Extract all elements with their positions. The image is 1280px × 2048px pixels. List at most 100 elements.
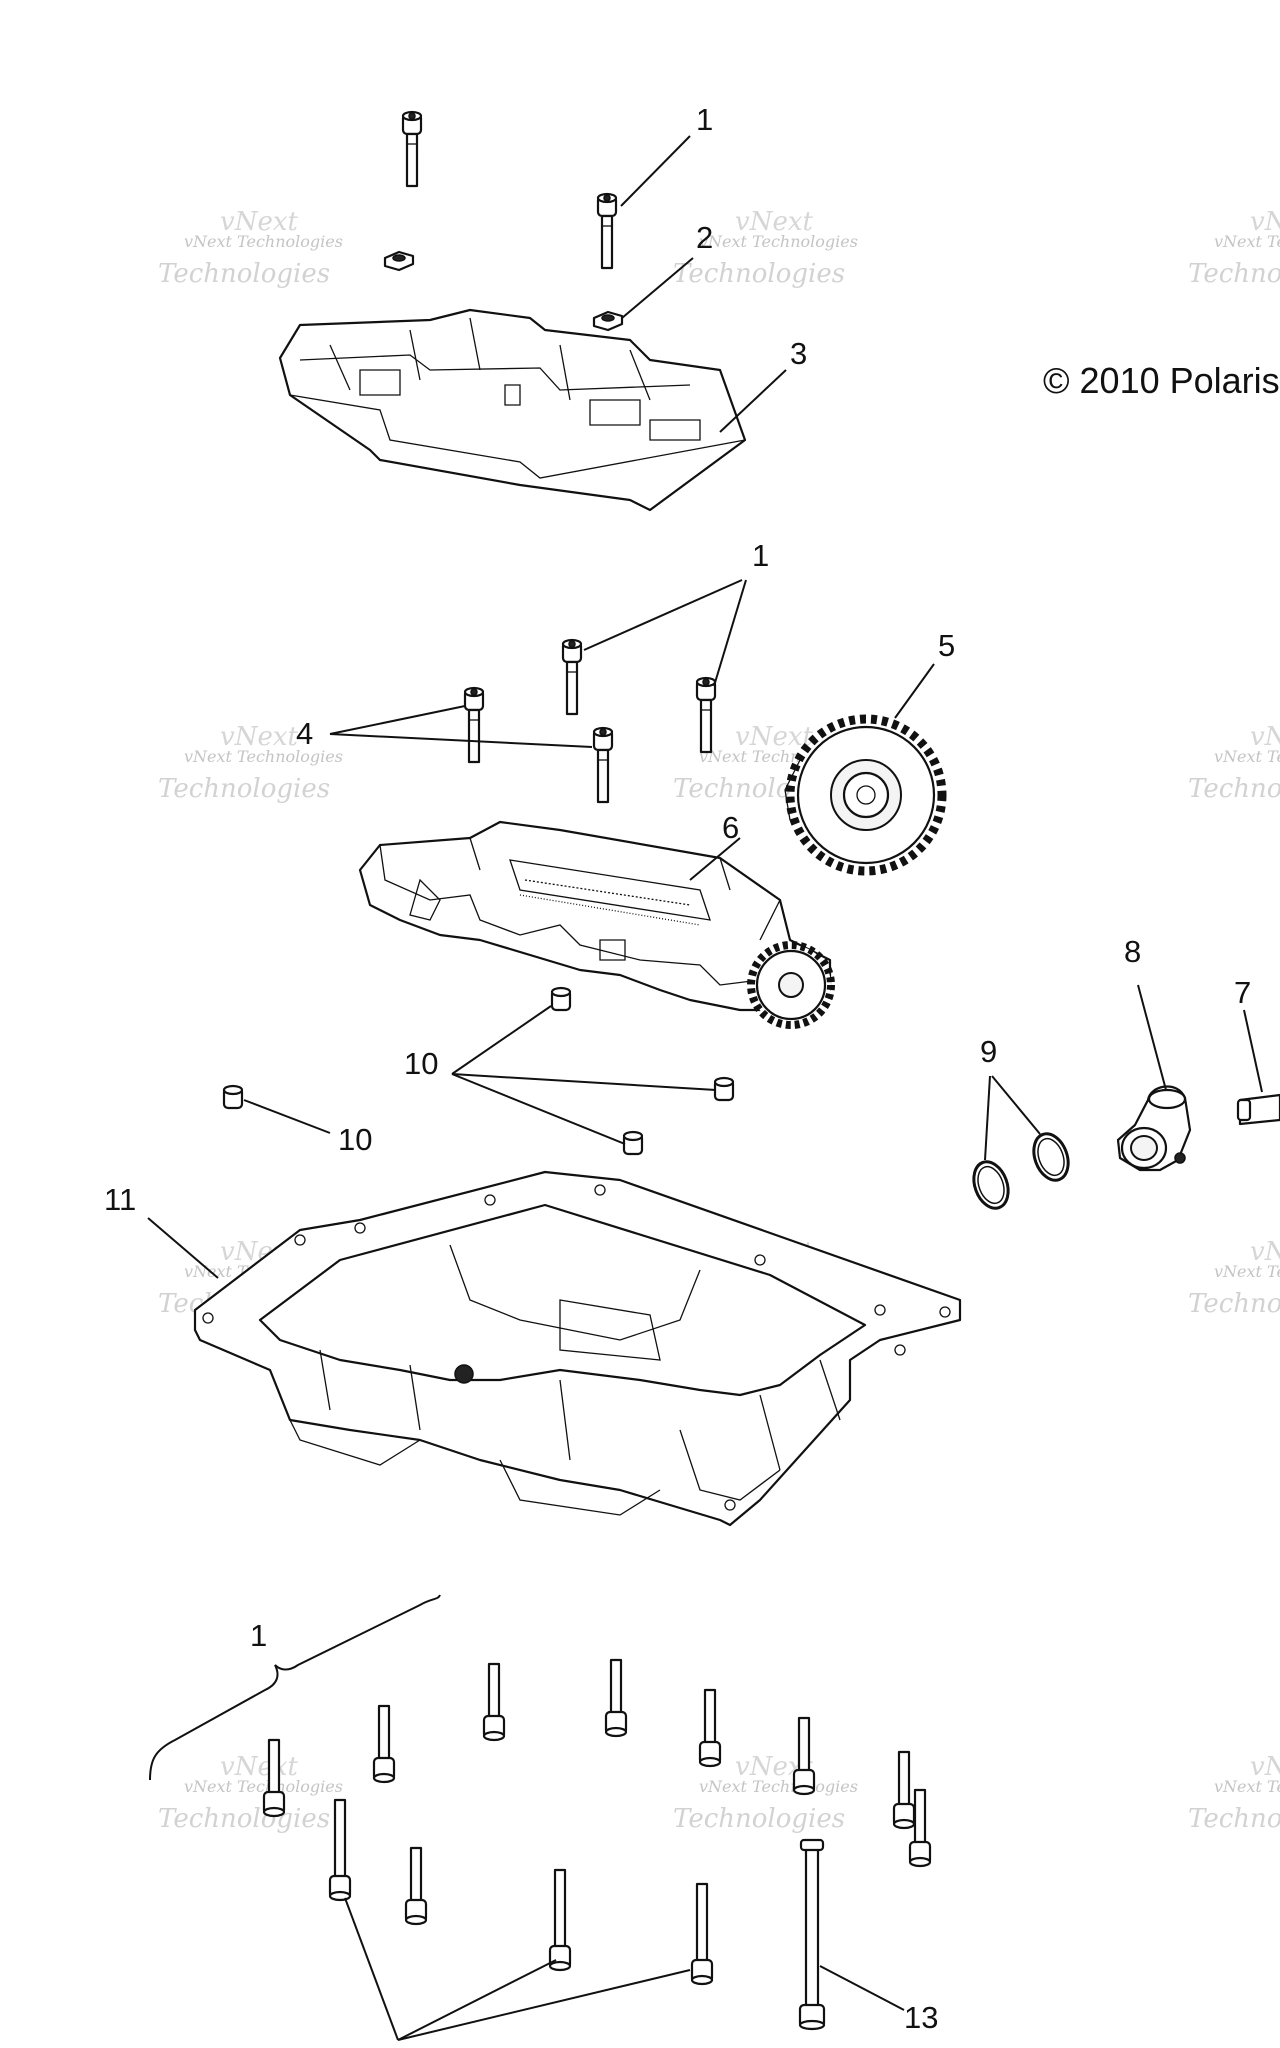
pan-bolt <box>482 1662 506 1742</box>
svg-text:Technologies: Technologies <box>1188 1289 1280 1319</box>
dowel-d <box>222 1084 244 1110</box>
svg-text:Technologies: Technologies <box>158 774 330 804</box>
svg-text:vNext Technologies: vNext Technologies <box>1214 232 1280 251</box>
svg-text:vNext Technologies: vNext Technologies <box>1214 747 1280 766</box>
pan-bolt <box>698 1688 722 1768</box>
pan-bolt <box>604 1658 628 1738</box>
leader-9-b <box>991 1075 1041 1135</box>
svg-text:vNext Technologies: vNext Technologies <box>699 1777 858 1796</box>
top-bolt-left <box>401 110 423 188</box>
leader-4-a <box>329 705 466 735</box>
svg-text:vNext Technologies: vNext Technologies <box>184 1777 343 1796</box>
o-ring-left <box>972 1160 1010 1210</box>
svg-text:vNext Technologies: vNext Technologies <box>1214 1262 1280 1281</box>
callout-10-b: 10 <box>338 1122 372 1157</box>
watermark-line3: Technologies <box>158 259 330 289</box>
watermark: vNext vNext Technologies Technologies <box>1188 207 1280 289</box>
callout-9: 9 <box>980 1034 997 1069</box>
leader-bolt-a <box>344 1897 399 2041</box>
leader-4-b <box>329 733 593 748</box>
svg-text:vNext: vNext <box>1250 722 1280 752</box>
svg-text:vNext: vNext <box>1250 1237 1280 1267</box>
pan-bolt-long <box>548 1868 572 1972</box>
o-ring-right <box>1032 1132 1070 1182</box>
dowel-a <box>550 986 572 1012</box>
pump-bolt-2 <box>695 676 717 754</box>
svg-text:vNext: vNext <box>735 207 813 237</box>
watermark: vNext vNext Technologies Technologies <box>158 722 343 804</box>
pan-bolt-long <box>690 1882 714 1986</box>
baffle-plate <box>278 308 747 512</box>
svg-text:vNext: vNext <box>220 1752 298 1782</box>
callout-13: 13 <box>904 2000 938 2035</box>
watermark: vNext vNext Technologies Technologies <box>1188 1752 1280 1834</box>
callout-1-mid: 1 <box>752 538 769 573</box>
leader-5 <box>894 663 935 719</box>
callout-1-bottom: 1 <box>250 1618 267 1653</box>
dowel-b <box>713 1076 735 1102</box>
dowel-c <box>622 1130 644 1156</box>
fitting-bolt <box>1236 1093 1280 1126</box>
callout-2: 2 <box>696 220 713 255</box>
watermark: vNext vNext Technologies Technologies <box>673 207 858 289</box>
svg-text:vNext: vNext <box>1250 207 1280 237</box>
pump-bolt-3 <box>463 686 485 764</box>
svg-text:vNext Technologies: vNext Technologies <box>699 232 858 251</box>
svg-text:vNext Technologies: vNext Technologies <box>1214 1777 1280 1796</box>
watermark: vNext vNext Technologies Technologies <box>673 1752 858 1834</box>
pan-bolt-long <box>328 1798 352 1902</box>
pan-bolt <box>372 1704 396 1784</box>
svg-text:Technologies: Technologies <box>1188 774 1280 804</box>
leader-13 <box>819 1965 905 2011</box>
callout-5: 5 <box>938 628 955 663</box>
watermark: vNext vNext Technologies Technologies <box>158 207 343 289</box>
svg-text:Technologies: Technologies <box>1188 259 1280 289</box>
svg-text:vNext: vNext <box>735 722 813 752</box>
pan-bolt <box>908 1788 932 1868</box>
callout-11: 11 <box>104 1182 136 1217</box>
leader-10-b <box>451 1073 717 1091</box>
svg-text:Technologies: Technologies <box>673 1804 845 1834</box>
callout-8: 8 <box>1124 934 1141 969</box>
pump-bolt-4 <box>592 726 614 804</box>
watermark-line1: vNext Technologies <box>184 232 343 251</box>
leader-9-a <box>984 1075 991 1161</box>
watermark: vNext vNext Technologies Technologies <box>1188 722 1280 804</box>
copyright-text: © 2010 Polaris <box>1043 360 1280 401</box>
svg-text:vNext: vNext <box>1250 1752 1280 1782</box>
bracket-1 <box>149 1594 441 1781</box>
leader-bolt-c <box>397 1969 691 2041</box>
pan-bolt <box>404 1846 428 1926</box>
callout-10-a: 10 <box>404 1046 438 1081</box>
callout-1: 1 <box>696 102 713 137</box>
svg-text:vNext: vNext <box>220 722 298 752</box>
leader-8 <box>1137 984 1167 1091</box>
svg-text:Technologies: Technologies <box>158 1804 330 1834</box>
leader-10-c <box>451 1073 626 1145</box>
svg-text:Technologies: Technologies <box>673 259 845 289</box>
pump-bolt-1 <box>561 638 583 716</box>
callout-6: 6 <box>722 810 739 845</box>
pump-gear <box>747 941 835 1029</box>
svg-text:Technologies: Technologies <box>1188 1804 1280 1834</box>
top-bolt-right <box>596 192 618 270</box>
svg-text:vNext Technologies: vNext Technologies <box>184 747 343 766</box>
leader-3 <box>719 369 787 433</box>
watermark: vNext vNext Technologies Technologies <box>158 1752 343 1834</box>
oil-pan <box>193 1170 962 1527</box>
leader-10-a <box>451 1005 552 1075</box>
callout-7: 7 <box>1234 975 1251 1010</box>
leader-2 <box>621 257 694 319</box>
drive-gear <box>784 714 947 876</box>
elbow-fitting <box>1116 1085 1192 1172</box>
long-bolt-13 <box>798 1838 826 2031</box>
callout-3: 3 <box>790 336 807 371</box>
leader-1-mid-a <box>583 579 743 651</box>
leader-7 <box>1243 1009 1263 1093</box>
nut-left <box>383 250 415 272</box>
pan-bolt <box>892 1750 916 1830</box>
nut-right <box>592 310 624 332</box>
leader-6 <box>689 837 741 881</box>
